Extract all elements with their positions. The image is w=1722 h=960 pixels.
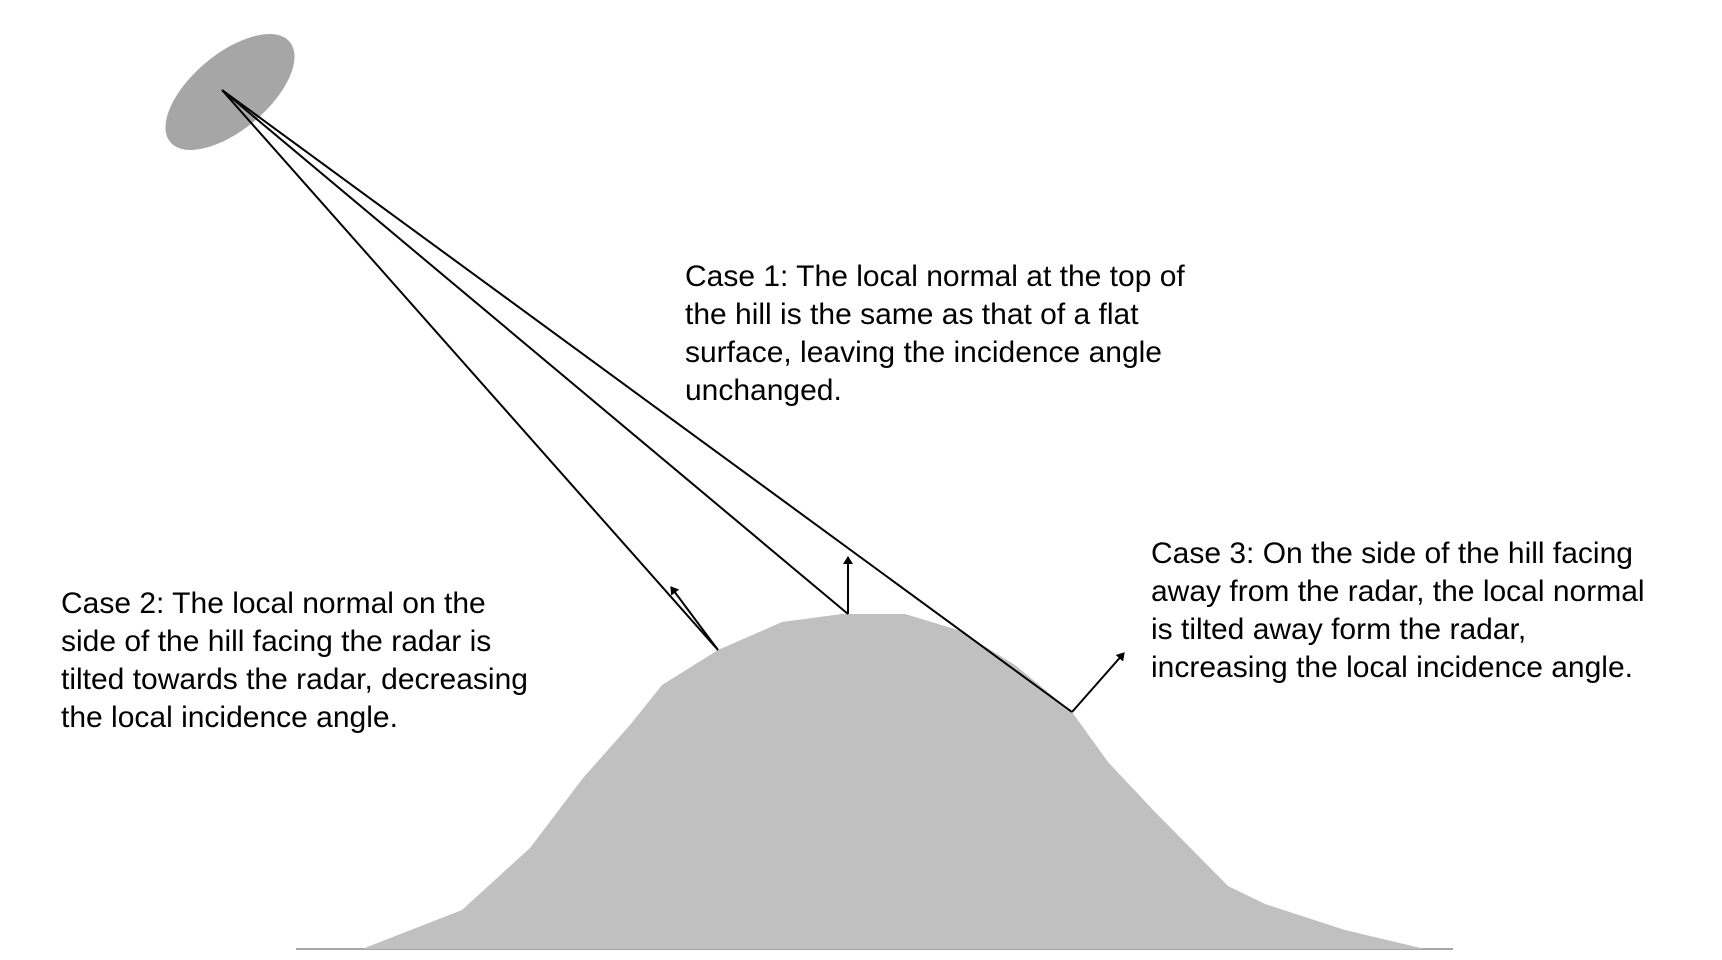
beam-line-case2	[221, 89, 719, 651]
case3-caption: Case 3: On the side of the hill facing a…	[1151, 537, 1645, 684]
normal-arrow-case2	[670, 586, 719, 651]
radar-antenna	[165, 34, 295, 150]
case2-caption: Case 2: The local normal on the side of …	[61, 587, 528, 734]
beam-line-case3	[221, 89, 1073, 713]
hill	[362, 614, 1425, 949]
beam-line-case1	[221, 89, 849, 615]
case1-caption: Case 1: The local normal at the top of t…	[685, 260, 1185, 407]
normal-arrow-case3	[1071, 652, 1125, 713]
